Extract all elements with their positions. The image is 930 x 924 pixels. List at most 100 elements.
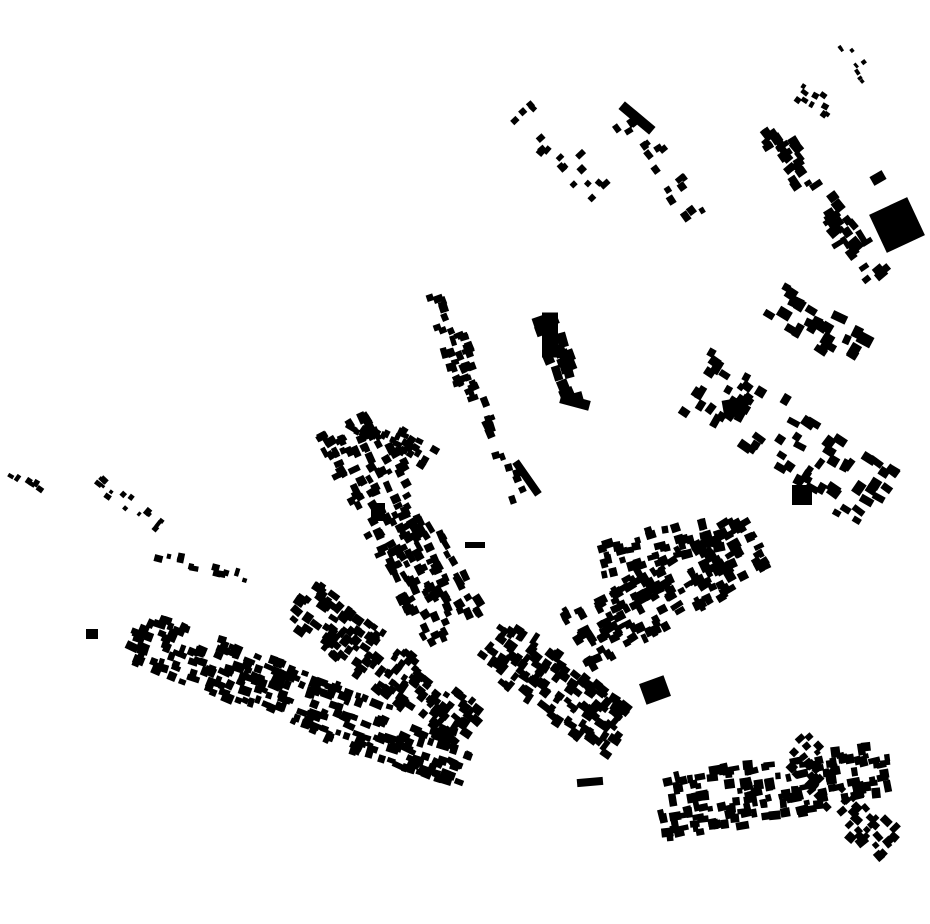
building — [841, 333, 852, 346]
building — [756, 563, 765, 573]
building — [753, 385, 768, 399]
building — [399, 461, 410, 473]
building — [354, 738, 367, 749]
building — [396, 509, 411, 522]
building — [370, 623, 379, 632]
building — [362, 422, 373, 434]
building — [295, 707, 308, 718]
building — [821, 801, 832, 812]
building — [301, 718, 311, 729]
building — [737, 808, 746, 815]
building — [749, 439, 761, 451]
building — [778, 147, 793, 161]
building — [219, 645, 231, 656]
building — [218, 687, 231, 698]
building — [776, 139, 786, 149]
building — [743, 531, 756, 543]
building — [270, 666, 286, 679]
building — [446, 326, 456, 336]
building — [707, 354, 722, 369]
building — [623, 126, 634, 136]
building — [844, 819, 855, 830]
building — [779, 807, 791, 818]
building — [775, 305, 793, 322]
building — [386, 756, 397, 765]
building — [599, 720, 612, 733]
building — [334, 729, 342, 737]
building — [608, 632, 621, 644]
building — [706, 347, 717, 359]
building — [621, 603, 632, 614]
building — [679, 210, 692, 223]
building — [424, 520, 436, 534]
building — [265, 691, 273, 700]
building — [667, 793, 678, 807]
building — [783, 161, 797, 176]
building — [800, 96, 809, 105]
building — [462, 751, 474, 761]
building — [273, 701, 286, 713]
building — [562, 617, 571, 626]
building — [618, 556, 627, 564]
building — [437, 629, 448, 643]
building — [581, 710, 592, 721]
building — [349, 634, 363, 648]
building — [367, 429, 379, 440]
building — [332, 641, 342, 651]
building — [391, 695, 405, 709]
building — [726, 537, 742, 552]
building — [889, 821, 901, 834]
building — [122, 505, 129, 512]
building — [349, 713, 359, 722]
building — [470, 702, 485, 717]
building — [825, 224, 841, 240]
building — [733, 547, 743, 559]
building — [850, 766, 859, 777]
building — [581, 675, 590, 685]
building — [449, 335, 458, 347]
building — [576, 627, 589, 641]
building — [166, 670, 178, 682]
building — [631, 541, 642, 551]
building — [439, 346, 449, 360]
building — [774, 433, 787, 446]
building — [171, 625, 186, 638]
building — [815, 481, 828, 495]
building — [431, 584, 445, 599]
building — [348, 742, 359, 756]
building — [510, 115, 520, 126]
building — [599, 739, 611, 752]
building — [601, 537, 615, 550]
building — [649, 623, 662, 636]
building — [515, 632, 525, 642]
building — [693, 596, 703, 608]
building — [879, 768, 890, 779]
building — [506, 629, 516, 640]
building — [395, 735, 406, 744]
building — [718, 368, 731, 381]
building — [516, 658, 529, 671]
building — [412, 513, 423, 525]
building — [550, 364, 564, 382]
building — [831, 238, 845, 250]
building — [160, 633, 169, 643]
building — [417, 708, 429, 720]
building — [789, 178, 803, 192]
building — [370, 482, 381, 493]
building — [498, 626, 510, 639]
building — [825, 768, 837, 780]
building — [486, 655, 498, 668]
building — [529, 652, 542, 665]
building — [365, 636, 376, 647]
building — [396, 703, 406, 713]
building — [328, 613, 340, 624]
building — [736, 787, 743, 794]
building — [300, 669, 310, 677]
building — [425, 293, 435, 303]
building — [862, 753, 870, 760]
building — [761, 801, 768, 809]
building — [337, 610, 347, 621]
building — [508, 494, 517, 505]
building — [851, 238, 864, 252]
building — [615, 698, 624, 708]
